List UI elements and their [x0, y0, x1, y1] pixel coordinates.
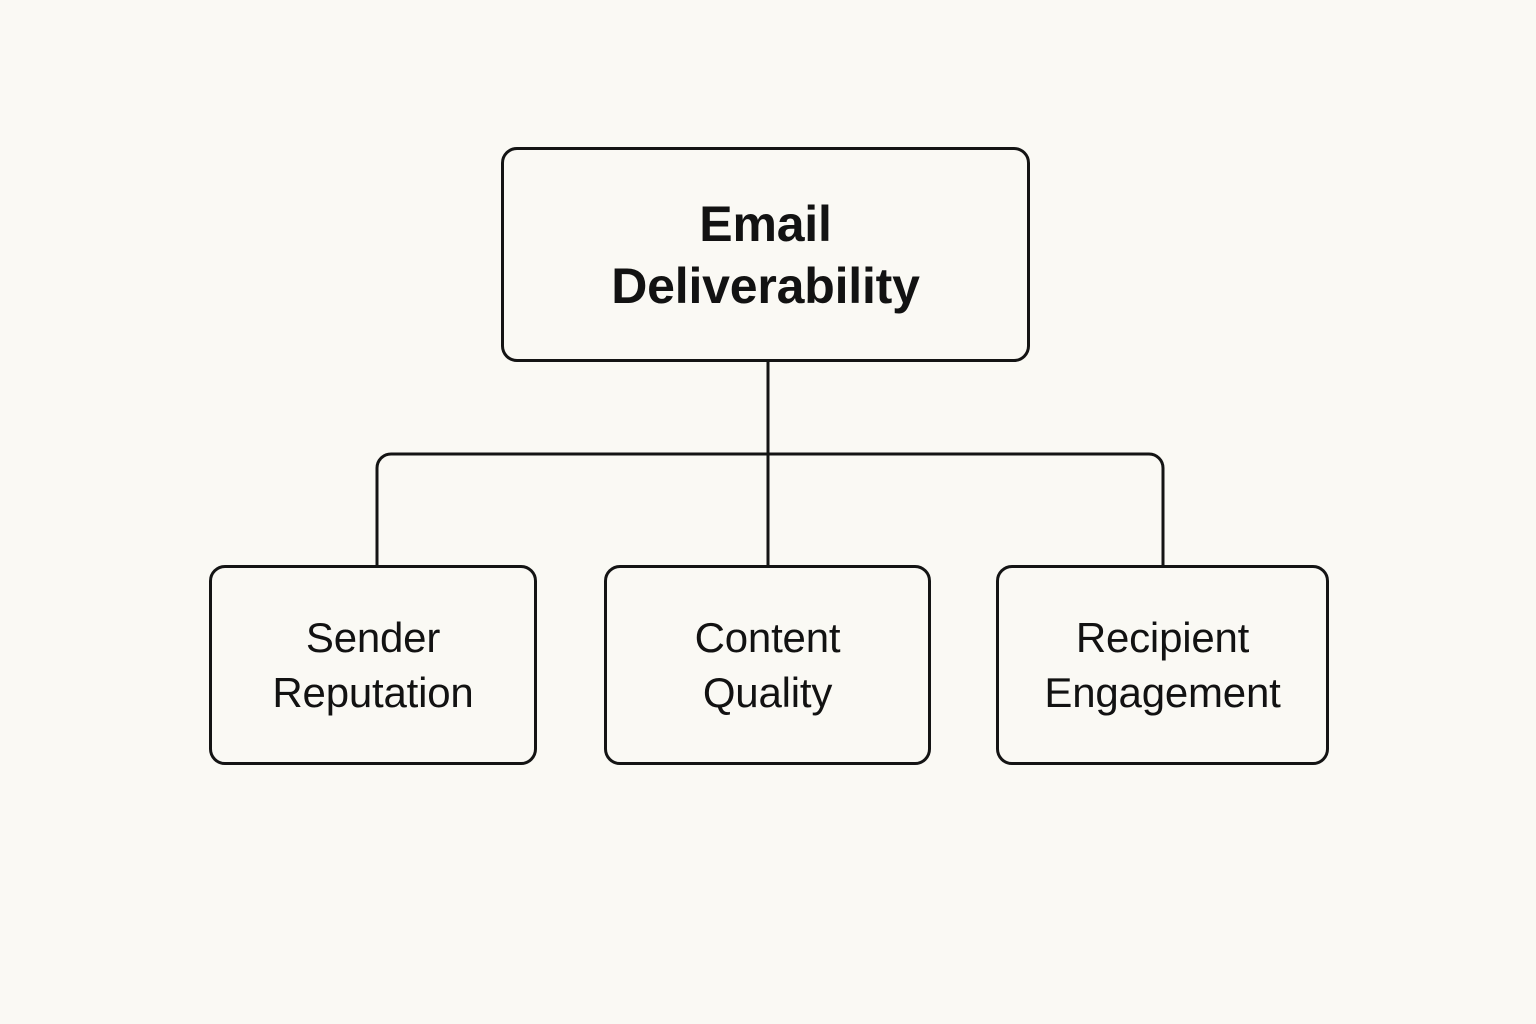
- connector-branch-right: [768, 452, 1165, 565]
- node-root-label: Email Deliverability: [611, 195, 920, 314]
- node-sender-reputation-label: Sender Reputation: [272, 614, 474, 716]
- node-sender-reputation[interactable]: Sender Reputation: [209, 565, 537, 765]
- node-root[interactable]: Email Deliverability: [501, 147, 1030, 362]
- node-recipient-engagement[interactable]: Recipient Engagement: [996, 565, 1329, 765]
- node-content-quality-label: Content Quality: [694, 614, 841, 716]
- node-content-quality[interactable]: Content Quality: [604, 565, 931, 765]
- connector-branch-left: [375, 452, 768, 565]
- node-recipient-engagement-label: Recipient Engagement: [1044, 614, 1281, 716]
